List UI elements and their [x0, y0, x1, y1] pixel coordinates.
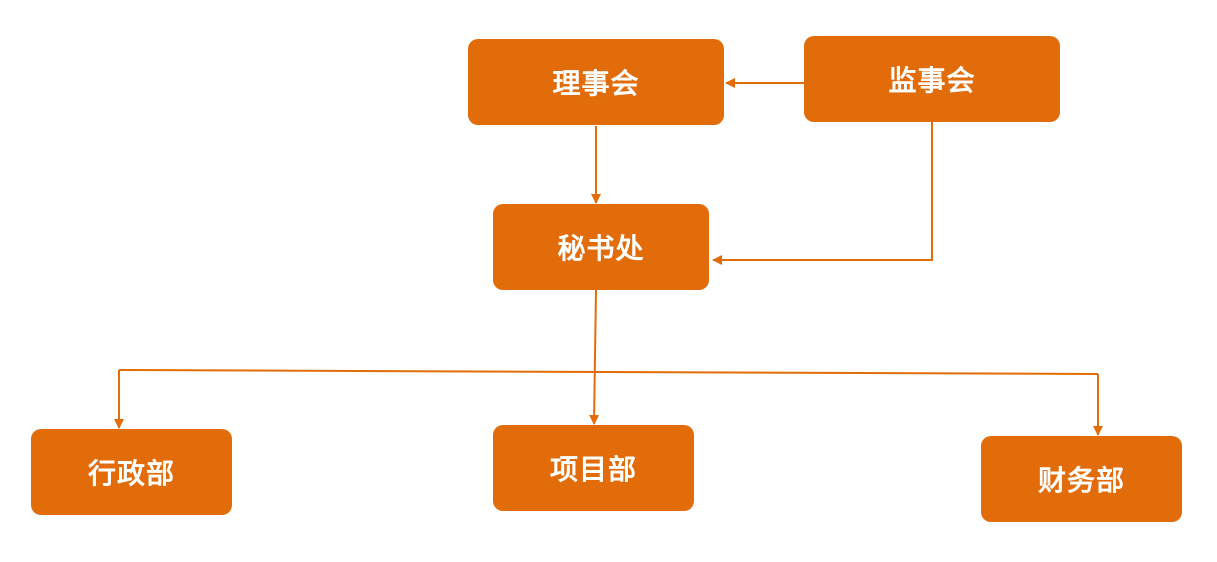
node-supervisors: 监事会 — [804, 36, 1060, 122]
node-label-secretariat: 秘书处 — [557, 232, 645, 265]
branch-bus-line — [118, 369, 1099, 375]
node-projects: 项目部 — [493, 425, 694, 511]
node-council: 理事会 — [468, 39, 724, 125]
node-label-council: 理事会 — [552, 67, 640, 100]
node-label-finance: 财务部 — [1037, 464, 1125, 497]
node-label-projects: 项目部 — [549, 453, 637, 486]
arrow-supervisors-to-secretariat — [712, 122, 933, 265]
arrow-secretariat-to-projects — [589, 289, 600, 425]
node-secretariat: 秘书处 — [493, 204, 709, 290]
node-label-supervisors: 监事会 — [888, 64, 976, 97]
node-admin: 行政部 — [31, 429, 232, 515]
node-label-admin: 行政部 — [87, 457, 175, 490]
node-finance: 财务部 — [981, 436, 1182, 522]
